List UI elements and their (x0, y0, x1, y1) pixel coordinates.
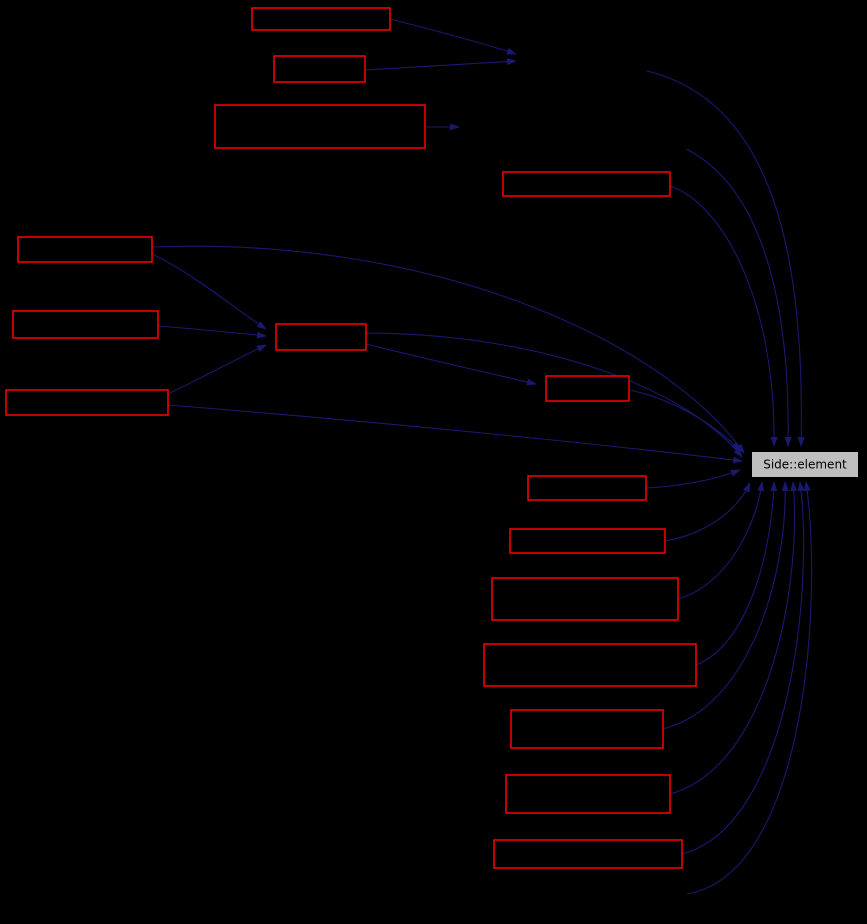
graph-node-10[interactable] (527, 475, 647, 501)
graph-edge-edge-1 (389, 18, 517, 55)
center-node[interactable] (752, 452, 858, 477)
graph-edge-edge-12 (365, 343, 537, 386)
graph-edge-edge-5 (685, 148, 792, 447)
graph-edge-edge-18 (695, 481, 778, 666)
graph-edge-edge-20 (669, 481, 798, 795)
nodes-layer (5, 7, 697, 869)
graph-edge-edge-10 (167, 344, 267, 395)
graph-node-3[interactable] (214, 104, 426, 149)
graph-edge-edge-7 (151, 245, 745, 454)
center-node-layer: Side::element (752, 452, 858, 477)
graph-node-1[interactable] (251, 7, 391, 31)
graph-edge-edge-21 (681, 481, 805, 855)
graph-node-11[interactable] (509, 528, 666, 554)
graph-edge-edge-2 (364, 58, 517, 71)
graph-edge-edge-17 (677, 481, 765, 600)
graph-node-12[interactable] (491, 577, 679, 621)
graph-node-6[interactable] (12, 310, 159, 339)
graph-edge-edge-13 (365, 332, 743, 458)
graph-edge-edge-9 (157, 325, 267, 339)
graph-edge-edge-14 (628, 389, 741, 452)
graph-edge-edge-22 (686, 481, 813, 895)
graph-node-8[interactable] (5, 389, 169, 416)
graph-node-15[interactable] (505, 774, 671, 814)
graph-edge-edge-11 (167, 404, 743, 464)
graph-node-5[interactable] (17, 236, 153, 263)
graph-edge-edge-6 (669, 185, 778, 447)
graph-node-14[interactable] (510, 709, 664, 749)
graph-node-7[interactable] (275, 323, 367, 351)
graph-node-4[interactable] (502, 171, 671, 197)
graph-edge-edge-4 (646, 70, 805, 447)
graph-node-16[interactable] (493, 839, 683, 869)
edges-layer (151, 18, 813, 895)
graph-edge-edge-15 (645, 469, 741, 489)
graph-node-9[interactable] (545, 375, 630, 402)
graph-edge-edge-19 (662, 481, 789, 730)
graph-node-13[interactable] (483, 643, 697, 687)
center-node-label: Side::element (763, 458, 847, 472)
graph-node-2[interactable] (273, 55, 366, 83)
graph-edge-edge-16 (664, 482, 751, 542)
graph-edge-edge-8 (151, 253, 267, 330)
